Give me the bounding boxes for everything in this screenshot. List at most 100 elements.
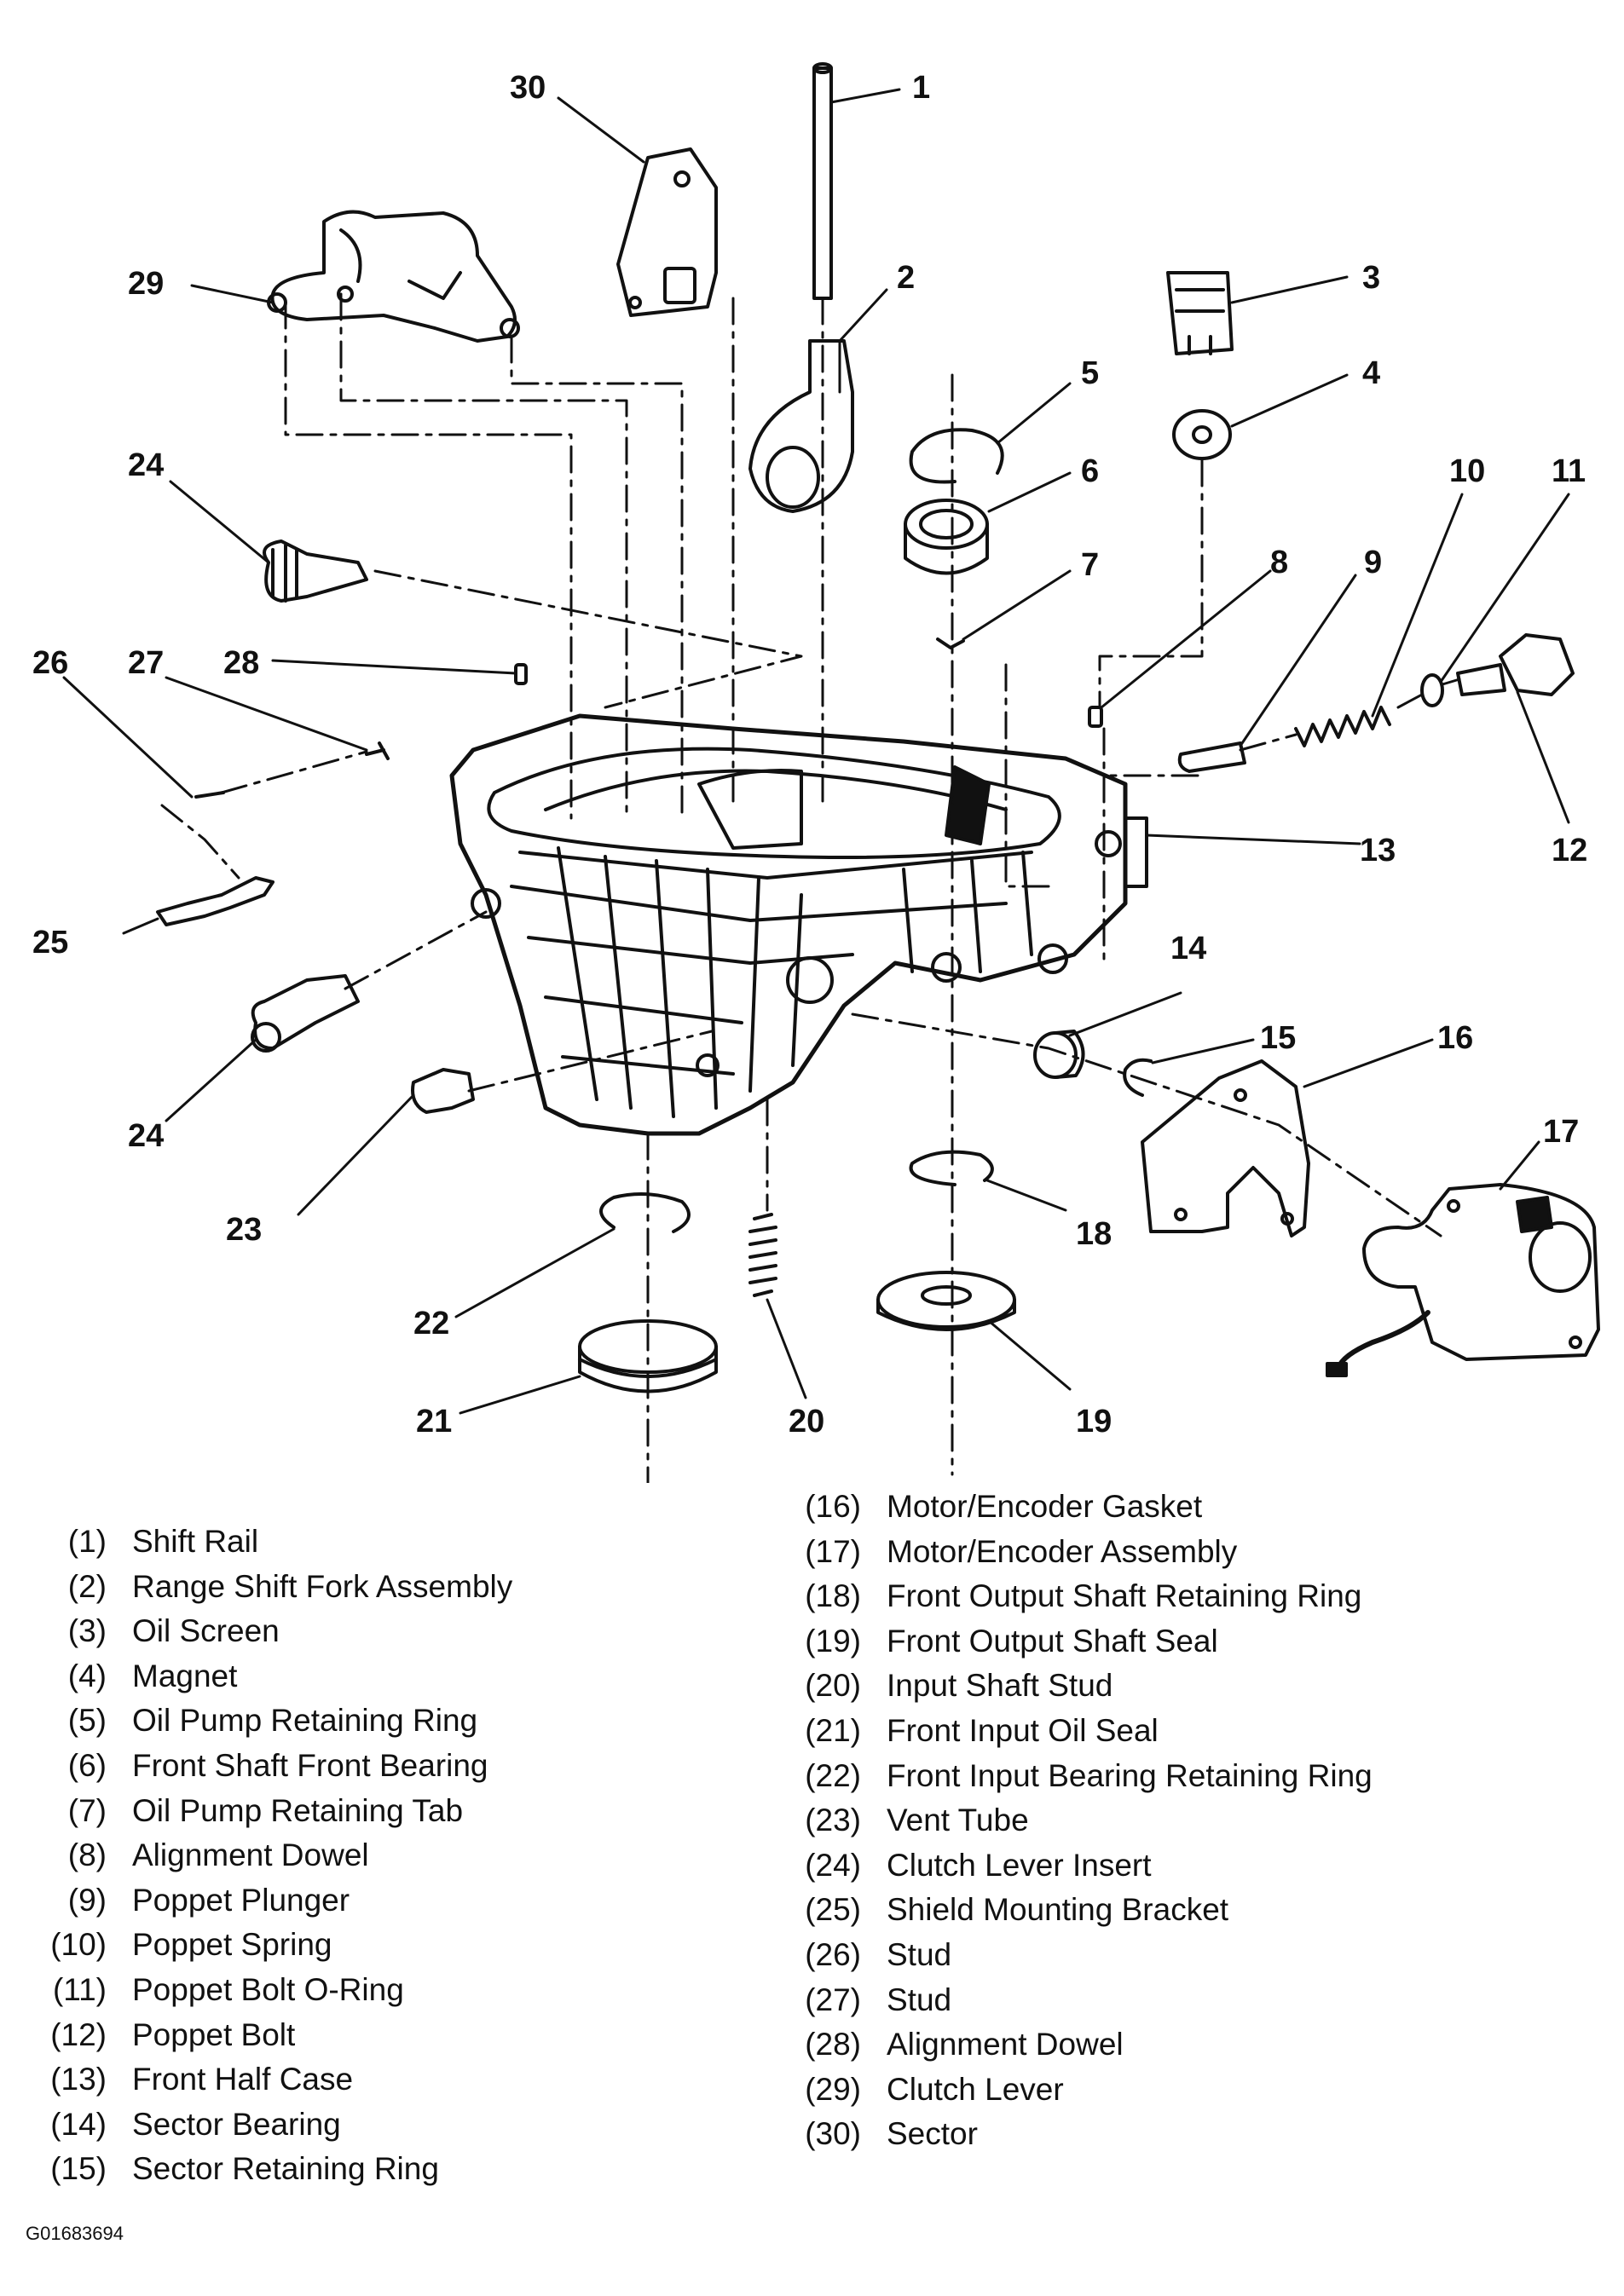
- legend-item: (21)Front Input Oil Seal: [763, 1709, 1373, 1754]
- shift-rail-part: [812, 62, 833, 300]
- legend-right-column: (16)Motor/Encoder Gasket (17)Motor/Encod…: [763, 1485, 1373, 2157]
- legend-item: (17)Motor/Encoder Assembly: [763, 1530, 1373, 1575]
- alignment-dowel-28-part: [514, 663, 528, 685]
- legend-number: (20): [805, 1668, 861, 1704]
- legend-number: (27): [805, 1982, 861, 2017]
- callout-3: 3: [1362, 260, 1380, 296]
- callout-29: 29: [128, 266, 164, 302]
- callout-25: 25: [32, 925, 68, 961]
- legend-label: Front Shaft Front Bearing: [132, 1747, 488, 1783]
- legend-number: (22): [805, 1757, 861, 1793]
- legend-number: (4): [67, 1658, 107, 1693]
- legend-number: (1): [67, 1524, 107, 1559]
- callout-7: 7: [1081, 547, 1099, 583]
- legend-number: (30): [805, 2116, 861, 2152]
- legend-label: Front Output Shaft Seal: [887, 1623, 1218, 1659]
- legend-item: (11)Poppet Bolt O-Ring: [17, 1968, 512, 2013]
- vent-tube-part: [411, 1068, 475, 1114]
- front-output-shaft-retaining-ring-part: [909, 1150, 994, 1186]
- legend-item: (15)Sector Retaining Ring: [17, 2147, 512, 2192]
- legend-label: Vent Tube: [887, 1803, 1029, 1838]
- legend-item: (20)Input Shaft Stud: [763, 1664, 1373, 1709]
- callout-12: 12: [1552, 833, 1587, 868]
- legend-item: (24) Clutch Lever Insert: [763, 1843, 1373, 1889]
- legend-label: Range Shift Fork Assembly: [132, 1568, 513, 1604]
- shield-mounting-bracket-part: [156, 876, 275, 926]
- legend-label: Oil Pump Retaining Ring: [132, 1703, 478, 1739]
- legend-item: (4) Magnet: [17, 1654, 512, 1699]
- legend-number: (23): [805, 1803, 861, 1838]
- legend-label: Shift Rail: [132, 1524, 259, 1559]
- oil-screen-part: [1166, 271, 1234, 355]
- front-shaft-front-bearing-part: [904, 499, 989, 575]
- legend-item: (28)Alignment Dowel: [763, 2022, 1373, 2068]
- legend-label: Front Output Shaft Retaining Ring: [887, 1578, 1362, 1614]
- legend-number: (6): [67, 1747, 107, 1783]
- clutch-lever-insert-bottom-part: [251, 974, 360, 1053]
- clutch-lever-part: [267, 210, 520, 343]
- oil-pump-retaining-ring-part: [909, 428, 1004, 484]
- motor-encoder-assembly-part: [1326, 1183, 1600, 1377]
- legend-label: Clutch Lever: [887, 2071, 1064, 2107]
- legend-number: (26): [805, 1936, 861, 1972]
- magnet-part: [1172, 409, 1232, 460]
- legend-item: (13)Front Half Case: [17, 2057, 512, 2103]
- front-output-shaft-seal-part: [876, 1271, 1016, 1331]
- legend-label: Poppet Bolt O-Ring: [132, 1971, 404, 2007]
- legend-label: Magnet: [132, 1658, 238, 1693]
- legend-label: Motor/Encoder Assembly: [887, 1533, 1238, 1569]
- legend-label: Sector: [887, 2116, 978, 2152]
- legend-label: Stud: [887, 1982, 952, 2017]
- leader-lines: [62, 88, 1570, 1415]
- legend-item: (9) Poppet Plunger: [17, 1878, 512, 1924]
- callout-6: 6: [1081, 453, 1099, 489]
- callout-14: 14: [1170, 931, 1206, 966]
- legend-item: (8)Alignment Dowel: [17, 1833, 512, 1878]
- legend-number: (28): [805, 2027, 861, 2062]
- callout-16: 16: [1437, 1020, 1473, 1056]
- legend-number: (7): [67, 1792, 107, 1828]
- legend-item: (12) Poppet Bolt: [17, 2013, 512, 2058]
- legend-item: (27) Stud: [763, 1978, 1373, 2023]
- stud-26-part: [194, 791, 225, 799]
- legend-number: (12): [50, 2016, 107, 2052]
- legend-label: Clutch Lever Insert: [887, 1847, 1152, 1883]
- legend-number: (9): [67, 1882, 107, 1918]
- legend-item: (5)Oil Pump Retaining Ring: [17, 1699, 512, 1744]
- callout-1: 1: [912, 70, 930, 106]
- legend-number: (16): [805, 1489, 861, 1524]
- legend-number: (3): [67, 1613, 107, 1649]
- legend-number: (13): [50, 2062, 107, 2097]
- legend-number: (25): [805, 1892, 861, 1928]
- sector-part: [616, 147, 718, 317]
- legend-item: (29) Clutch Lever: [763, 2068, 1373, 2113]
- legend-number: (10): [50, 1927, 107, 1963]
- legend-label: Oil Screen: [132, 1613, 280, 1649]
- assembly-lines: [160, 292, 1461, 1483]
- callout-27: 27: [128, 645, 164, 681]
- legend-item: (7)Oil Pump Retaining Tab: [17, 1789, 512, 1834]
- range-shift-fork-part: [748, 339, 854, 513]
- legend-item: (30) Sector: [763, 2112, 1373, 2157]
- legend-item: (14)Sector Bearing: [17, 2103, 512, 2148]
- legend-item: (3) Oil Screen: [17, 1609, 512, 1654]
- legend-label: Poppet Bolt: [132, 2016, 296, 2052]
- clutch-lever-insert-top-part: [263, 539, 368, 603]
- poppet-plunger-part: [1177, 741, 1246, 773]
- callout-20: 20: [789, 1404, 824, 1439]
- callout-13: 13: [1360, 833, 1396, 868]
- legend-label: Front Input Oil Seal: [887, 1712, 1159, 1748]
- figure-code: G01683694: [26, 2223, 124, 2244]
- legend-item: (18)Front Output Shaft Retaining Ring: [763, 1574, 1373, 1619]
- callout-18: 18: [1076, 1216, 1112, 1252]
- callout-23: 23: [226, 1212, 262, 1248]
- legend-label: Sector Bearing: [132, 2106, 341, 2142]
- legend-number: (2): [67, 1568, 107, 1604]
- callout-28: 28: [223, 645, 259, 681]
- callout-26: 26: [32, 645, 68, 681]
- legend-number: (29): [805, 2071, 861, 2107]
- poppet-spring-part: [1294, 706, 1391, 747]
- stud-27-part: [365, 741, 390, 760]
- legend-label: Poppet Plunger: [132, 1882, 350, 1918]
- legend-number: (24): [805, 1847, 861, 1883]
